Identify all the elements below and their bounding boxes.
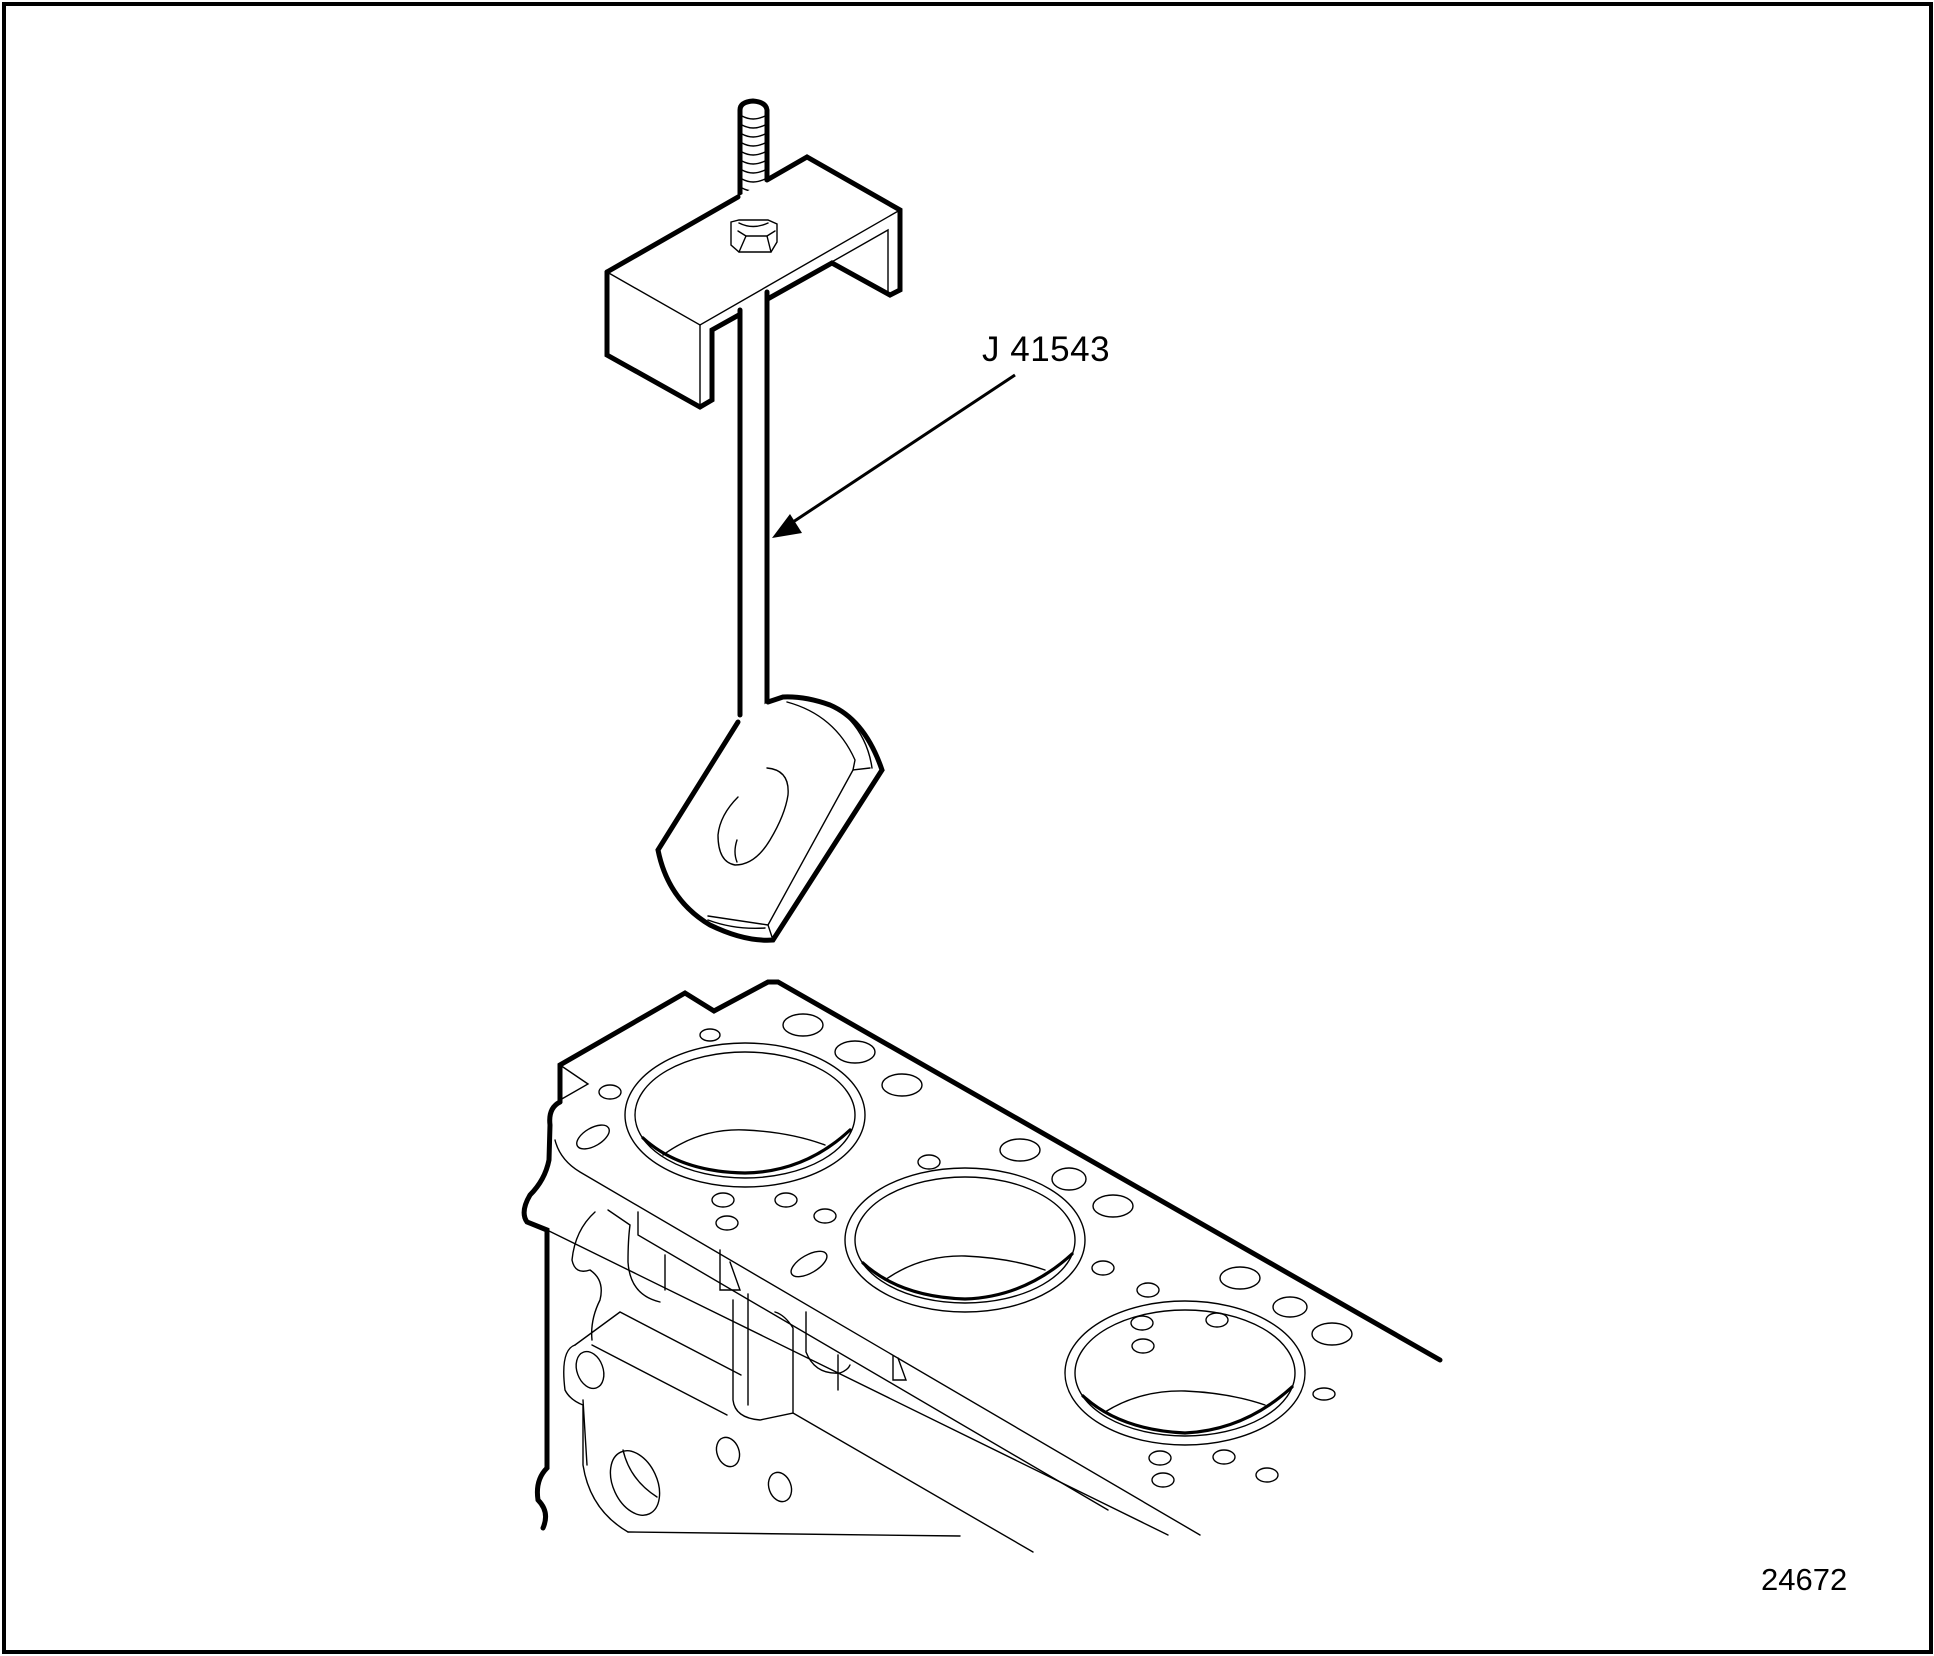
- tool-callout-label: J 41543: [982, 330, 1111, 369]
- bracket: [604, 154, 903, 410]
- tool-rod: [737, 289, 770, 853]
- cylinder-bore-2: [844, 1167, 1086, 1313]
- cylinder-bore-1: [624, 1042, 866, 1188]
- arrow-head-icon: [772, 514, 802, 538]
- callout-leader: [772, 373, 1016, 538]
- figure-number: 24672: [1761, 1562, 1848, 1597]
- cylinder-block: [521, 979, 1443, 1553]
- deck-holes: [576, 1013, 1353, 1488]
- cylinder-bore-3: [1064, 1300, 1306, 1446]
- block-side-details: [563, 1209, 1034, 1553]
- hex-nut: [730, 219, 778, 253]
- tool-shoe: [655, 694, 885, 943]
